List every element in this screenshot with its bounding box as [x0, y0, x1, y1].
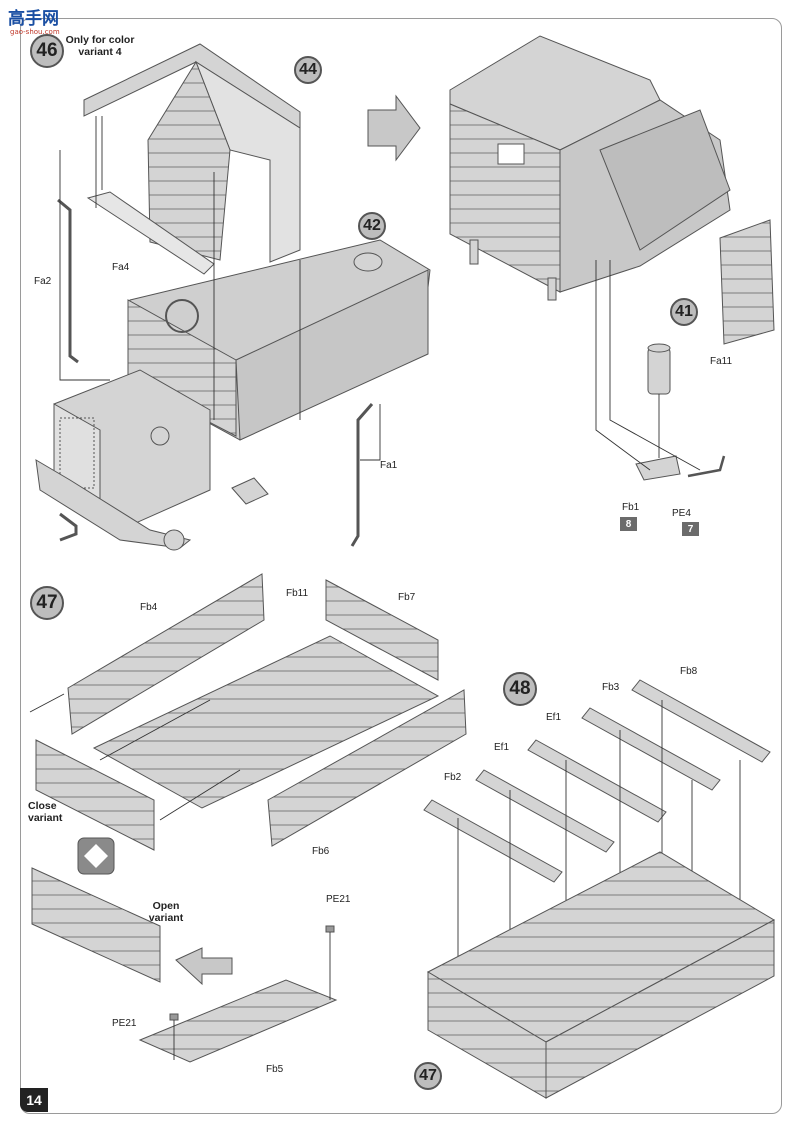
- label-fb11: Fb11: [286, 588, 309, 599]
- label-fb7: Fb7: [398, 592, 416, 603]
- label-fb6: Fb6: [312, 846, 330, 857]
- label-fb2: Fb2: [444, 772, 462, 783]
- label-fb4: Fb4: [140, 602, 158, 613]
- crossbar-ef1-upper: [527, 739, 667, 823]
- grab-handle-fa2: [57, 198, 79, 364]
- strap-pe4: [687, 455, 726, 478]
- end-panel-close: [35, 739, 155, 851]
- truck-chassis: [127, 239, 431, 441]
- label-fa1: Fa1: [380, 460, 398, 471]
- label-pe21-left: PE21: [112, 1018, 137, 1029]
- label-fb1: Fb1: [622, 502, 640, 513]
- direction-arrow: [367, 94, 421, 162]
- crossbar-fb2: [423, 799, 563, 883]
- wheel-suspension: [35, 459, 192, 551]
- hint-arrow: [175, 947, 233, 986]
- part-42-badge: 42: [358, 212, 386, 240]
- label-fb3: Fb3: [602, 682, 620, 693]
- crossbar-fb8: [631, 679, 771, 763]
- label-pe21-right: PE21: [326, 894, 351, 905]
- end-panel-open: [31, 867, 161, 983]
- label-ef1-lower: Ef1: [494, 742, 510, 753]
- part-41-badge: 41: [670, 298, 698, 326]
- assembled-cab: [449, 35, 731, 301]
- plate-pe21-right: [325, 925, 335, 933]
- tailboard-fb5: [138, 979, 338, 1063]
- watermark-logo-text: 高手网: [8, 8, 59, 29]
- part-47-badge: 47: [414, 1062, 442, 1090]
- side-panel-fb6: [267, 689, 467, 847]
- watermark-url: gao-shou.com: [10, 28, 60, 36]
- watermark-logo: 高手网 gao-shou.com: [6, 6, 70, 36]
- label-ef1-upper: Ef1: [546, 712, 562, 723]
- step-46-note: Only for color variant 4: [65, 34, 135, 58]
- end-panel-fb7: [325, 579, 439, 681]
- step-46-badge: 46: [30, 34, 64, 68]
- label-pe4: PE4: [672, 508, 691, 519]
- assembled-cargo-bed: [426, 851, 776, 1099]
- paint-ref-fb1: 8: [620, 517, 637, 531]
- swap-icon: [77, 837, 115, 875]
- floor-panel-fb11: [92, 635, 440, 809]
- crossbar-ef1-lower: [475, 769, 615, 853]
- step-47-badge: 47: [30, 586, 64, 620]
- crossbar-fb3: [581, 707, 721, 791]
- page-number: 14: [20, 1088, 48, 1112]
- close-variant-label: Close variant: [28, 800, 63, 824]
- part-44-badge: 44: [294, 56, 322, 84]
- step-bar-fa1: [350, 403, 374, 547]
- roof-part-44: [83, 43, 301, 263]
- label-fb8: Fb8: [680, 666, 698, 677]
- label-fa4: Fa4: [112, 262, 130, 273]
- step-48-badge: 48: [503, 672, 537, 706]
- paint-ref-pe4: 7: [682, 522, 699, 536]
- side-panel-fb4: [67, 573, 265, 735]
- tank-part-42: [353, 252, 383, 272]
- canister-part-41: [647, 343, 671, 395]
- label-fa11: Fa11: [710, 356, 733, 367]
- bracket-fb1: [635, 455, 681, 481]
- plate-pe21-left: [169, 1013, 179, 1021]
- mudguard-fa11: [719, 219, 775, 345]
- label-fa2: Fa2: [34, 276, 52, 287]
- footstep: [231, 477, 269, 505]
- open-variant-label: Open variant: [148, 900, 184, 924]
- label-fb5: Fb5: [266, 1064, 284, 1075]
